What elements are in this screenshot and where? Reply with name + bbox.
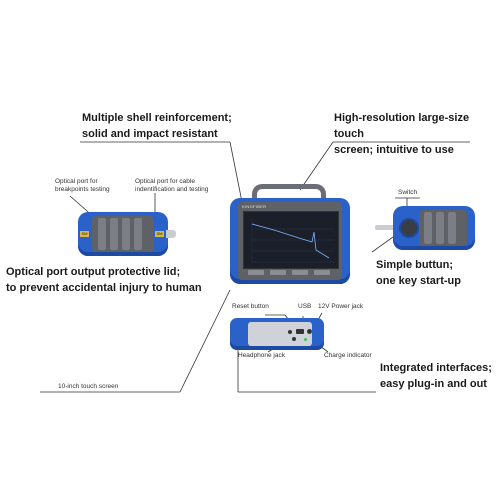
fiber-connector — [166, 230, 176, 238]
label-switch: Switch — [398, 189, 418, 196]
main-device: KINGFIBER — [230, 184, 350, 284]
usb-port[interactable] — [296, 329, 304, 334]
callout-screen-line2: screen; intuitive to use — [334, 144, 454, 156]
callout-screen: High-resolution large-size touch screen;… — [334, 110, 500, 158]
callout-interfaces-line1: Integrated interfaces; — [380, 362, 492, 374]
label-reset-button: Reset button — [232, 303, 269, 310]
label-optical-cable: Optical port for cable indentification a… — [135, 178, 208, 194]
device-keys — [248, 270, 332, 276]
interface-panel — [230, 318, 324, 350]
power-jack[interactable] — [307, 329, 312, 334]
device-brand: KINGFIBER — [242, 204, 267, 209]
port-mark-right: SM — [155, 231, 164, 237]
handle — [252, 184, 326, 202]
callout-screen-line1: High-resolution large-size touch — [334, 112, 470, 140]
callout-shell: Multiple shell reinforcement; solid and … — [82, 110, 232, 142]
label-charge-indicator: Charge indicator — [324, 352, 372, 359]
label-usb: USB — [298, 303, 312, 310]
callout-interfaces-line2: easy plug-in and out — [380, 378, 487, 390]
label-optical-breakpoints-line1: Optical port for — [55, 178, 98, 185]
label-power-jack: 12V Power jack — [318, 303, 364, 310]
callout-interfaces: Integrated interfaces; easy plug-in and … — [380, 360, 492, 392]
callout-shell-line2: solid and impact resistant — [82, 128, 218, 140]
callout-optical-lid: Optical port output protective lid; to p… — [6, 264, 202, 296]
charge-indicator — [304, 338, 307, 341]
reset-button[interactable] — [288, 330, 292, 334]
label-optical-cable-line2: indentification and testing — [135, 186, 209, 193]
switch-side-module — [375, 206, 475, 250]
callout-shell-line1: Multiple shell reinforcement; — [82, 112, 232, 124]
headphone-jack[interactable] — [292, 337, 296, 341]
trace-graph — [251, 218, 334, 263]
label-headphone-jack: Headphone jack — [238, 352, 285, 359]
callout-button-line2: one key start-up — [376, 275, 461, 287]
antenna-pin — [375, 225, 397, 230]
label-optical-breakpoints: Optical port for breakpoints testing — [55, 178, 110, 194]
label-optical-breakpoints-line2: breakpoints testing — [55, 186, 110, 193]
port-mark-left: SM — [80, 231, 89, 237]
device-screen — [243, 211, 339, 269]
callout-button-line1: Simple buttun; — [376, 259, 453, 271]
callout-optical-lid-line2: to prevent accidental injury to human — [6, 282, 202, 294]
label-optical-cable-line1: Optical port for cable — [135, 178, 195, 185]
label-touch-screen: 10-inch touch screen — [58, 383, 119, 390]
power-switch[interactable] — [399, 218, 419, 238]
callout-button: Simple buttun; one key start-up — [376, 257, 461, 289]
callout-optical-lid-line1: Optical port output protective lid; — [6, 266, 181, 278]
optical-port-module: SM SM — [78, 212, 176, 256]
